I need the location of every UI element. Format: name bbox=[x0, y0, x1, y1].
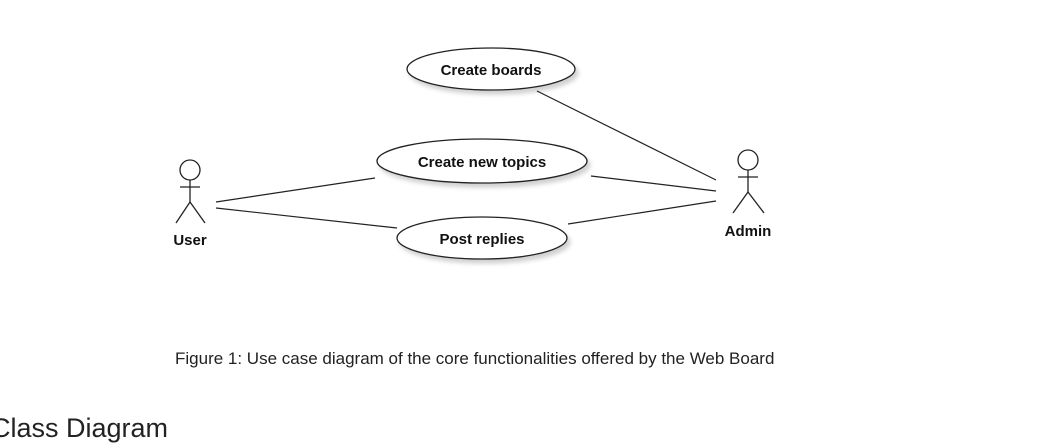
use-case-post-replies[interactable]: Post replies bbox=[396, 216, 568, 260]
actor-label: Admin bbox=[725, 223, 772, 240]
actor-label: User bbox=[173, 232, 207, 249]
stick-figure-icon bbox=[732, 149, 765, 214]
associations bbox=[215, 90, 717, 229]
actor-admin[interactable]: Admin bbox=[725, 149, 772, 240]
association-admin-create-topics bbox=[590, 175, 717, 192]
stick-figure-icon bbox=[175, 159, 206, 224]
association-user-create-topics bbox=[215, 177, 376, 203]
figure-caption: Figure 1: Use case diagram of the core f… bbox=[175, 349, 775, 368]
use-case-ellipse bbox=[376, 138, 588, 184]
association-admin-post-replies bbox=[567, 200, 717, 225]
use-case-create-boards[interactable]: Create boards bbox=[406, 47, 576, 91]
use-case-label: Post replies bbox=[439, 231, 524, 248]
use-case-ellipse bbox=[396, 216, 568, 260]
use-case-label: Create boards bbox=[441, 62, 542, 79]
section-heading: Class Diagram bbox=[0, 413, 169, 443]
use-case-label: Create new topics bbox=[418, 154, 546, 171]
use-case-create-new-topics[interactable]: Create new topics bbox=[376, 138, 588, 184]
use-case-ellipse bbox=[406, 47, 576, 91]
actor-user[interactable]: User bbox=[173, 159, 207, 249]
association-admin-create-boards bbox=[536, 90, 717, 181]
association-user-post-replies bbox=[215, 207, 398, 229]
